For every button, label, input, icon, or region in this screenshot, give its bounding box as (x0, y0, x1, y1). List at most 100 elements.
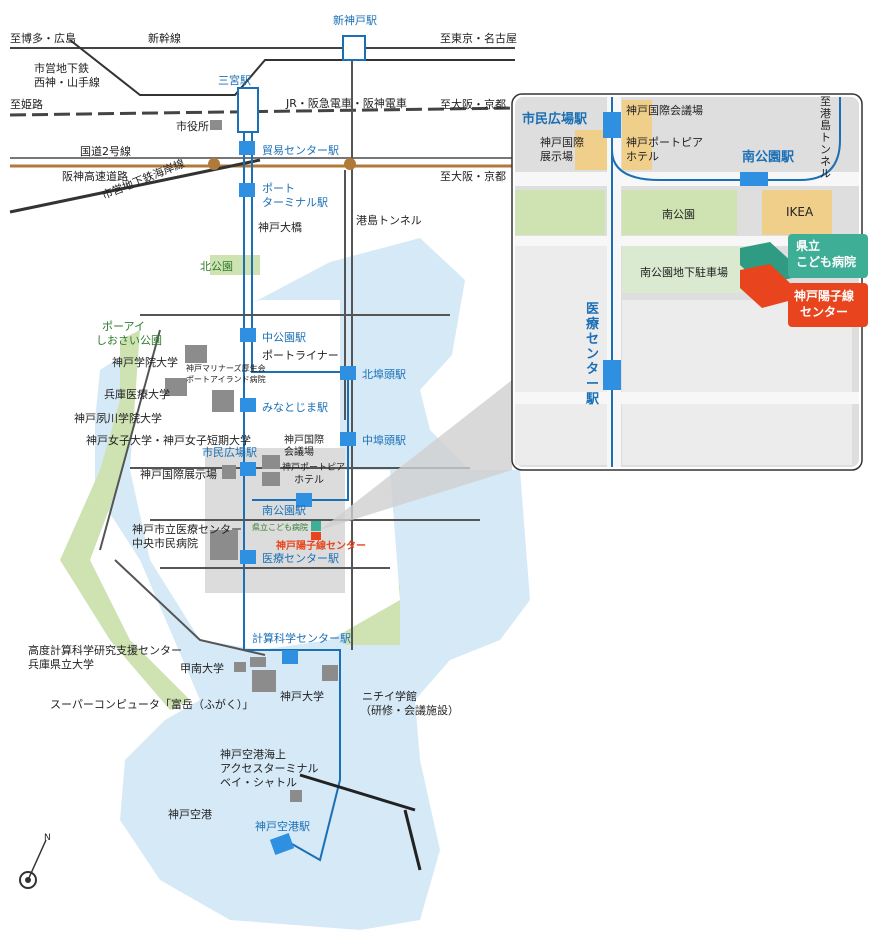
label-expressway: 阪神高速道路 (62, 170, 128, 183)
station-shimin-hiroba (240, 462, 256, 476)
station-kobe-airport (269, 833, 295, 855)
inset-kaigijo: 神戸国際会議場 (626, 104, 703, 117)
bldg-nichii (322, 665, 338, 681)
station-minatojima (240, 398, 256, 412)
label-kita-koen: 北公園 (200, 260, 233, 273)
tunnel-char: 港 (820, 107, 831, 120)
inset-map (511, 93, 868, 471)
tunnel-char: ネ (820, 155, 831, 168)
station-label-iryo: 医療センター駅 (262, 552, 339, 565)
label-rist-2: 兵庫県立大学 (28, 658, 94, 671)
iryo-char: ー (586, 377, 600, 392)
label-tenjijo: 神戸国際展示場 (140, 468, 217, 481)
station-sannomiya-box (237, 87, 259, 133)
label-subway-2: 西神・山手線 (34, 76, 100, 89)
station-keisan (282, 650, 298, 664)
airport-island (170, 745, 340, 900)
label-shuttle-2: アクセスターミナル (220, 762, 319, 775)
label-proton-small: 神戸陽子線センター (276, 541, 366, 552)
label-kodomo-small: 県立こども病院 (252, 523, 308, 532)
inset-tenjijo-2: 展示場 (540, 150, 573, 163)
inset-iryo-vertical: 医 療 セ ン タ ー 駅 (586, 302, 599, 407)
label-kobe-univ: 神戸大学 (280, 690, 324, 703)
station-label-shin-kobe: 新神戸駅 (333, 14, 377, 27)
label-route2: 国道2号線 (80, 145, 131, 158)
station-label-kita-futo: 北埠頭駅 (362, 368, 406, 381)
expressway-node-2 (344, 158, 356, 170)
label-gakuin: 神戸学院大学 (112, 356, 178, 369)
station-naka-koen (240, 328, 256, 342)
bldg-mariners (212, 390, 234, 412)
station-iryo-center (240, 550, 256, 564)
bldg-iryo (165, 378, 187, 396)
road-airport (299, 773, 416, 812)
callout-kodomo-1: 県立 (796, 239, 821, 253)
inset-portopia-2: ホテル (626, 150, 659, 163)
station-label-boeki: 貿易センター駅 (262, 144, 339, 157)
bldg-proton (311, 532, 321, 540)
inset-minami-koen-park: 南公園 (662, 208, 695, 221)
tunnel-char: ル (820, 167, 831, 180)
green-coast (60, 330, 190, 710)
label-boai-2: しおさい公園 (96, 334, 162, 347)
label-city-medical-1: 神戸市立医療センター (132, 523, 242, 536)
label-shinkansen: 新幹線 (148, 32, 181, 45)
label-city-medical-2: 中央市民病院 (132, 537, 198, 550)
subway-kaigan (9, 158, 261, 214)
road-airport-2 (403, 809, 422, 871)
label-nichii-1: ニチイ学館 (362, 690, 417, 703)
label-rist-1: 高度計算科学研究支援センター (28, 644, 182, 657)
callout-proton-1: 神戸陽子線 (794, 289, 855, 303)
label-ohashi: 神戸大橋 (258, 221, 302, 234)
bldg-gakuin (185, 345, 207, 363)
inset-tenjijo-1: 神戸国際 (540, 136, 584, 149)
expressway-node-1 (208, 158, 220, 170)
inset-station-minami-koen: 南公園駅 (742, 150, 795, 165)
tunnel-char: 至 (820, 95, 831, 108)
bldg-hotel (262, 472, 280, 486)
bldg-rist (250, 657, 266, 667)
label-kaigijo-2: 会議場 (284, 447, 314, 458)
dir-osaka-2: 至大阪・京都 (440, 170, 506, 183)
station-shin-kobe-box (342, 35, 366, 61)
label-hyogo-iryo: 兵庫医療大学 (104, 388, 170, 401)
label-subway-1: 市営地下鉄 (34, 62, 89, 75)
compass-letter: N (44, 833, 51, 843)
callout-kodomo-2: こども病院 (796, 255, 857, 269)
label-boai-1: ポーアイ (102, 320, 146, 333)
inset-portopia-1: 神戸ポートピア (626, 136, 703, 149)
label-city-hall: 市役所 (176, 120, 209, 133)
label-shukugawa: 神戸夙川学院大学 (74, 412, 162, 425)
iryo-char: タ (586, 362, 600, 377)
label-airport: 神戸空港 (168, 808, 212, 821)
dir-himeji: 至姫路 (10, 98, 43, 111)
bldg-konan (234, 662, 246, 672)
label-mariners-1: 神戸マリナーズ厚生会 (186, 364, 266, 373)
station-kita-futo (340, 366, 356, 380)
label-shuttle-3: ベイ・シャトル (220, 776, 297, 789)
bldg-tenjijo (222, 465, 236, 479)
station-label-naka-futo: 中埠頭駅 (362, 434, 406, 447)
label-konan: 甲南大学 (180, 662, 224, 675)
bldg-fugaku (252, 670, 276, 692)
tunnel-char: ン (820, 143, 831, 156)
inset-parking: 南公園地下駐車場 (640, 266, 728, 279)
tunnel-char: 島 (820, 119, 831, 132)
station-minami-koen (296, 493, 312, 507)
label-tunnel: 港島トンネル (356, 214, 422, 227)
label-nichii-2: （研修・会議施設） (360, 704, 459, 717)
compass-icon (19, 839, 47, 889)
label-port-liner: ポートライナー (262, 349, 339, 362)
station-label-port-2: ターミナル駅 (262, 196, 328, 209)
station-label-naka-koen: 中公園駅 (262, 331, 306, 344)
station-naka-futo (340, 432, 356, 446)
station-label-port-1: ポート (262, 182, 295, 195)
iryo-char: 医 (586, 302, 600, 317)
station-label-airport: 神戸空港駅 (255, 820, 310, 833)
station-label-shimin-hiroba: 市民広場駅 (202, 446, 257, 459)
label-mariners-2: ポートアイランド病院 (186, 375, 266, 384)
label-joshi: 神戸女子大学・神戸女子短期大学 (86, 434, 251, 447)
station-label-sannomiya: 三宮駅 (218, 74, 251, 87)
